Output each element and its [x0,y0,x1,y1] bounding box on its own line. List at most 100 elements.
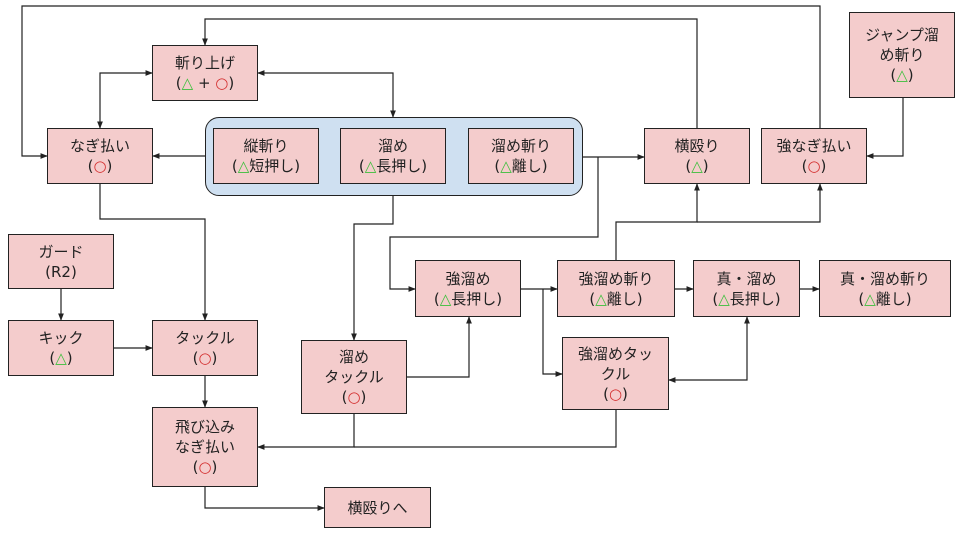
node-label-line: 溜め [378,136,408,156]
triangle-button-icon: △ [181,74,194,92]
node-label-line: (△離し) [858,289,911,309]
node-label-line: (△離し) [494,156,547,176]
edge-nagibarai-kiriage [97,70,153,129]
label-text: ( [49,349,56,367]
circle-button-icon: ○ [347,388,361,406]
node-tobikomi: 飛び込みなぎ払い(○) [152,407,258,487]
edge-kyotametackle-tobikomi [354,410,617,448]
node-label-line: タックル [175,328,235,348]
edge-kiriage-tame [257,70,396,118]
label-text: ( [175,74,182,92]
node-label-line: (△長押し) [359,156,427,176]
label-text: め斬り [879,46,925,64]
label-text: + [193,74,216,92]
circle-button-icon: ○ [198,458,212,476]
edge-tobikomi-toyoko [204,487,325,511]
node-label-line: (○) [342,387,367,407]
circle-button-icon: ○ [215,74,229,92]
node-label-line: ガード [38,242,83,262]
label-text: 強なぎ払い [776,137,852,155]
node-label-line: (△ + ○) [176,73,234,93]
label-text: タックル [324,368,384,386]
label-text: 短押し) [249,157,301,175]
label-text: ( [494,157,501,175]
edge-tamegiri-kyotame [389,157,599,292]
node-label-line: 強溜め [445,269,490,289]
node-tate: 縦斬り(△短押し) [213,128,319,184]
node-jump: ジャンプ溜め斬り(△) [849,12,955,98]
node-label-line: 強溜めタッ [578,344,653,364]
triangle-button-icon: △ [691,157,703,175]
edge-jump-kyonagi [866,98,904,159]
label-text: 長押し) [451,289,503,308]
label-text: ( [433,289,440,308]
node-label-line: (△) [49,348,72,368]
node-tametackle: 溜めタックル(○) [301,340,407,414]
node-label-line: (○) [802,156,827,176]
label-text: ( [341,388,348,406]
node-label-line: (○) [603,384,628,404]
label-text: ) [66,349,73,367]
label-text: タックル [175,329,235,347]
node-label-line: 横殴り [674,136,719,156]
label-text: ( [231,157,238,175]
node-label-line: なぎ払い [70,136,130,156]
label-text: 真・溜め [716,269,777,288]
node-label-line: (△短押し) [232,156,300,176]
label-text: ) [211,349,218,367]
label-text: ( [192,458,199,476]
label-text: 溜め [377,137,408,155]
node-label-line: タックル [324,367,384,387]
triangle-button-icon: △ [718,289,730,308]
label-text: 離し) [606,289,643,308]
label-text: ) [211,458,218,476]
label-text: 離し) [875,289,912,308]
node-tame: 溜め(△長押し) [340,128,446,184]
node-label-line: 飛び込み [175,417,235,437]
node-kyotametackle: 強溜めタックル(○) [562,337,669,410]
triangle-button-icon: △ [439,289,452,308]
triangle-button-icon: △ [55,349,67,367]
node-tackle: タックル(○) [152,320,258,376]
circle-button-icon: ○ [93,157,107,175]
label-text: ( [685,157,692,175]
node-label-line: (△長押し) [712,289,780,309]
label-text: ジャンプ溜 [865,26,939,44]
label-text: ( [801,157,808,175]
label-text: 離し) [511,157,548,175]
node-yokonaguri: 横殴り(△) [644,128,750,184]
node-label-line: め斬り [879,45,924,65]
edge-kyotamegiri-yokonaguri [615,183,700,260]
node-shintamegiri: 真・溜め斬り(△離し) [819,260,951,317]
label-text: ガード [38,242,84,261]
node-toyoko: 横殴りへ [324,487,431,528]
label-text: なぎ払い [69,137,130,155]
triangle-button-icon: △ [864,289,876,308]
node-kyotamegiri: 強溜め斬り(△離し) [557,260,675,317]
label-text: ) [907,66,914,84]
node-label-line: ジャンプ溜 [865,25,939,45]
triangle-button-icon: △ [237,157,250,175]
node-label-line: (△離し) [589,289,642,309]
node-label-line: 溜め [339,347,369,367]
label-text: ( [712,289,719,308]
node-kyonagi: 強なぎ払い(○) [761,128,867,184]
node-kiriage: 斬り上げ(△ + ○) [152,45,258,101]
triangle-button-icon: △ [896,66,908,84]
label-text: 横殴り [674,137,720,155]
edge-kyotame-kyotametackle [542,289,563,377]
node-label-line: 横殴りへ [347,498,407,518]
label-text: 真・溜め斬り [839,269,930,288]
node-label-line: (○) [193,348,218,368]
label-text: 溜め斬り [490,137,551,155]
node-label-line: クル [601,364,631,384]
node-label-line: 強なぎ払い [776,136,851,156]
node-label-line: 溜め斬り [491,136,551,156]
label-text: ) [820,157,827,175]
triangle-button-icon: △ [364,157,377,175]
circle-button-icon: ○ [198,349,212,367]
label-text: 強溜め斬り [578,269,654,288]
label-text: キック [38,329,84,347]
label-text: 飛び込み [174,418,235,436]
